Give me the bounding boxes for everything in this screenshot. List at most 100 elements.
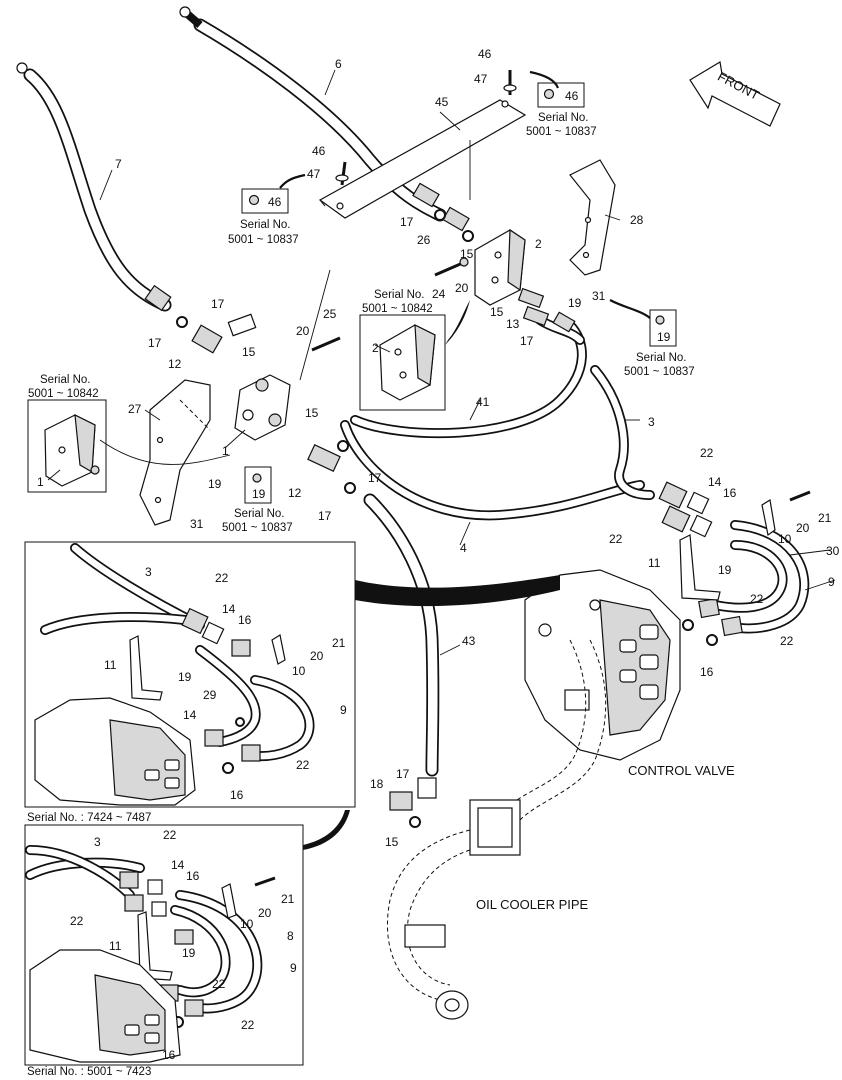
callout-47-left: 47 [307, 167, 321, 181]
boxed-46-right: 46 [565, 89, 579, 103]
callout-7: 7 [115, 157, 122, 171]
clamp-10-right [761, 490, 811, 537]
inset2-callout-19: 19 [182, 946, 196, 960]
callout-27: 27 [128, 402, 142, 416]
callout-13: 13 [506, 317, 520, 331]
inset1-callout-22-b: 22 [296, 758, 310, 772]
bolt-25 [311, 336, 341, 352]
callout-15-d: 15 [305, 406, 319, 420]
callout-19-c: 19 [718, 563, 732, 577]
swoosh-2 [279, 173, 306, 189]
inset1-callout-14-a: 14 [222, 602, 236, 616]
bolt-24 [434, 257, 469, 277]
inset2-callout-16: 16 [186, 869, 200, 883]
callout-19-b: 19 [208, 477, 222, 491]
svg-text:5001 ~ 10837: 5001 ~ 10837 [222, 522, 293, 534]
oil-cooler-pipe [386, 639, 607, 1020]
detail-box-valve-1 [27, 399, 107, 493]
inset1-callout-19: 19 [178, 670, 192, 684]
callout-41: 41 [476, 395, 490, 409]
callout-22-a: 22 [700, 446, 714, 460]
inset1-callout-9: 9 [340, 703, 347, 717]
callout-19-a: 19 [568, 296, 582, 310]
inset2-callout-9: 9 [290, 961, 297, 975]
valve-block-2 [474, 228, 576, 333]
leader-valve1 [99, 439, 231, 465]
front-arrow [689, 61, 781, 127]
inset1-callout-16-b: 16 [230, 788, 244, 802]
svg-text:Serial No.: Serial No. [240, 219, 291, 231]
fitting-12-lower [307, 440, 356, 494]
inset-bottom [24, 810, 350, 1066]
callout-46-left: 46 [312, 144, 326, 158]
svg-text:Serial No.: Serial No. [374, 289, 425, 301]
svg-text:5001 ~ 10842: 5001 ~ 10842 [362, 303, 433, 315]
callout-28: 28 [630, 213, 644, 227]
serial-note-45-right: Serial No. 5001 ~ 10837 [526, 112, 597, 138]
hose-4 [340, 420, 645, 521]
hose-7 [16, 62, 172, 312]
inset2-callout-14: 14 [171, 858, 185, 872]
swoosh-3 [445, 300, 470, 345]
callout-26: 26 [417, 233, 431, 247]
serial-box-19-right [649, 309, 677, 347]
valve-1 [234, 374, 291, 441]
swoosh-1 [529, 70, 560, 89]
inset2-callout-20: 20 [258, 906, 272, 920]
inset1-callout-22-a: 22 [215, 571, 229, 585]
boxed-19-left: 19 [252, 487, 266, 501]
control-valve-main [524, 569, 681, 761]
bolt-46-left [335, 161, 349, 186]
flanges-right [658, 481, 743, 646]
inset2-callout-21: 21 [281, 892, 295, 906]
svg-text:Serial No.: Serial No. [538, 112, 589, 124]
callout-21-a: 21 [818, 511, 832, 525]
inset-top-hoses [40, 543, 315, 762]
boxed-19-right: 19 [657, 330, 671, 344]
callout-10-a: 10 [778, 532, 792, 546]
callout-labels: 6 7 46 47 45 46 47 17 26 2 28 15 20 24 1… [37, 47, 840, 1062]
callout-17-c: 17 [211, 297, 225, 311]
callout-22-c: 22 [750, 592, 764, 606]
inset1-callout-16-a: 16 [238, 613, 252, 627]
inset2-callout-16-b: 16 [162, 1048, 176, 1062]
inset1-callout-21: 21 [332, 636, 346, 650]
boxed-46-left: 46 [268, 195, 282, 209]
bracket-11-right [679, 534, 721, 601]
inset2-callout-22-b: 22 [70, 914, 84, 928]
inset1-callout-11: 11 [104, 658, 117, 672]
callout-12-b: 12 [288, 486, 302, 500]
hose-9-right [730, 520, 810, 634]
callout-31-b: 31 [190, 517, 204, 531]
callout-4: 4 [460, 541, 467, 555]
callout-17-e: 17 [368, 471, 382, 485]
callout-30: 30 [826, 544, 840, 558]
inset2-callout-3: 3 [94, 835, 101, 849]
callout-15-a: 15 [460, 247, 474, 261]
svg-text:Serial No.: Serial No. [636, 352, 687, 364]
inset2-callout-22-a: 22 [163, 828, 177, 842]
bracket-45 [318, 99, 527, 219]
control-valve-label: CONTROL VALVE [628, 763, 735, 778]
callout-22-b: 22 [609, 532, 623, 546]
callout-9-a: 9 [828, 575, 835, 589]
callout-6: 6 [335, 57, 342, 71]
bracket-28 [569, 159, 616, 276]
inset1-callout-20: 20 [310, 649, 324, 663]
callout-1-box: 1 [37, 475, 44, 489]
callout-16-b: 16 [700, 665, 714, 679]
serial-note-inset-bottom: Serial No. : 5001 ~ 7423 [27, 1066, 151, 1078]
callout-16-a: 16 [723, 486, 737, 500]
inset2-callout-10: 10 [240, 917, 254, 931]
hose-30 [710, 540, 788, 613]
callout-17-f: 17 [318, 509, 332, 523]
inset2-callout-8: 8 [287, 929, 294, 943]
svg-text:5001 ~ 10837: 5001 ~ 10837 [624, 366, 695, 378]
serial-note-inset-top: Serial No. : 7424 ~ 7487 [27, 812, 151, 824]
swoosh-4 [609, 299, 651, 319]
callout-18: 18 [370, 777, 384, 791]
callout-11-a: 11 [648, 556, 661, 570]
hose-41 [350, 320, 587, 439]
svg-text:Serial No.: Serial No. [40, 374, 91, 386]
